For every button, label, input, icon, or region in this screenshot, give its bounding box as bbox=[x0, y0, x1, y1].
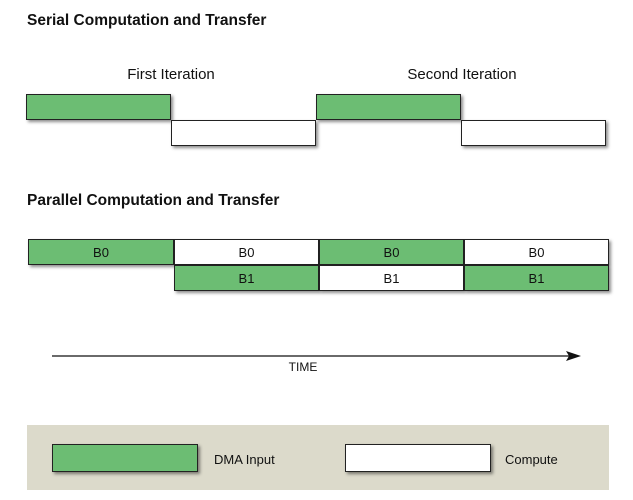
serial-compute-block-1 bbox=[171, 120, 316, 146]
parallel-compute-b0-2: B0 bbox=[464, 239, 609, 265]
serial-section-title: Serial Computation and Transfer bbox=[27, 12, 267, 29]
serial-dma-block-1 bbox=[26, 94, 171, 120]
parallel-dma-b0-2: B0 bbox=[319, 239, 464, 265]
legend-compute-swatch bbox=[345, 444, 491, 472]
second-iteration-label: Second Iteration bbox=[407, 66, 517, 83]
serial-compute-block-2 bbox=[461, 120, 606, 146]
parallel-compute-b1-1: B1 bbox=[319, 265, 464, 291]
block-label: B0 bbox=[383, 244, 400, 260]
block-label: B1 bbox=[238, 270, 255, 286]
legend-dma-swatch bbox=[52, 444, 198, 472]
block-label: B0 bbox=[93, 244, 109, 260]
block-label: B1 bbox=[383, 270, 400, 286]
block-label: B0 bbox=[238, 244, 255, 260]
parallel-compute-b0-1: B0 bbox=[174, 239, 319, 265]
block-label: B0 bbox=[528, 244, 545, 260]
legend-dma-label: DMA Input bbox=[214, 452, 275, 467]
serial-dma-block-2 bbox=[316, 94, 461, 120]
time-arrowhead bbox=[566, 351, 581, 361]
block-label: B1 bbox=[528, 270, 545, 286]
parallel-dma-b1-2: B1 bbox=[464, 265, 609, 291]
first-iteration-label: First Iteration bbox=[127, 66, 215, 83]
parallel-section-title: Parallel Computation and Transfer bbox=[27, 192, 280, 209]
parallel-dma-b1-1: B1 bbox=[174, 265, 319, 291]
parallel-dma-b0-1: B0 bbox=[28, 239, 174, 265]
legend-compute-label: Compute bbox=[505, 452, 558, 467]
time-label: TIME bbox=[288, 360, 318, 374]
